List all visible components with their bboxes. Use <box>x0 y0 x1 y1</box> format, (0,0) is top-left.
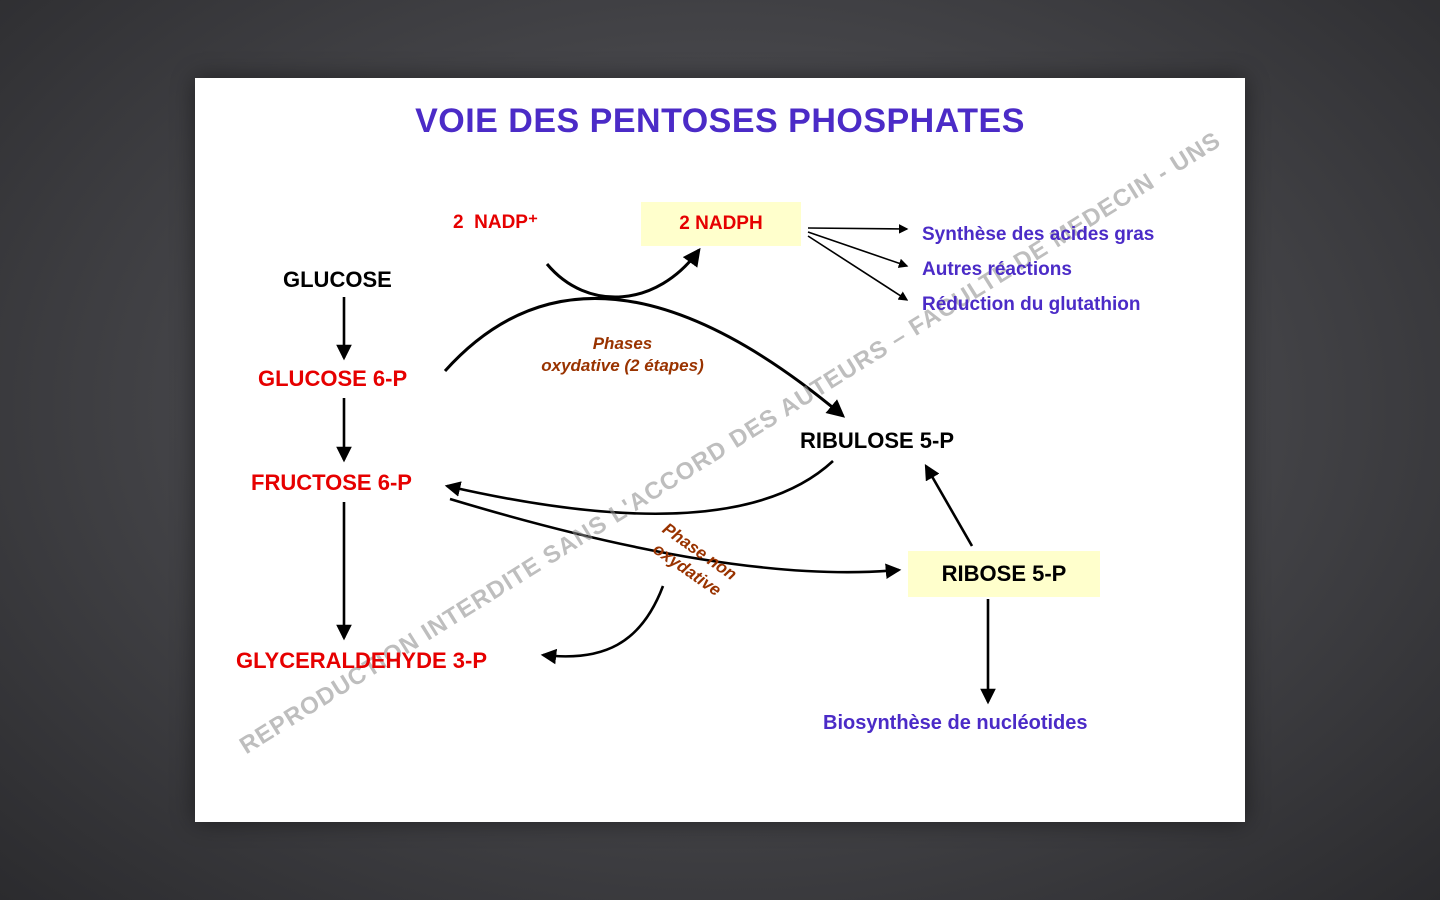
arrow-nadph-to-other-reactions <box>807 231 909 268</box>
node-nadph-box: 2 NADPH <box>641 202 801 246</box>
arrow-nadph-to-fatty-acids <box>807 224 909 234</box>
arrow-hub-to-glyceraldehyde3p <box>540 585 665 665</box>
slide-title: VOIE DES PENTOSES PHOSPHATES <box>415 102 1025 140</box>
product-nucleotide-biosynthesis: Biosynthèse de nucléotides <box>823 712 1088 734</box>
node-fructose-6p: FRUCTOSE 6-P <box>251 470 412 495</box>
oxidative-phase-line1: Phases <box>592 334 653 353</box>
oxidative-phase-line2: oxydative (2 étapes) <box>541 356 704 375</box>
arrow-oxidative-glucose6p-to-ribulose5p <box>443 296 846 418</box>
oxidative-phase-label: Phases oxydative (2 étapes) <box>525 333 720 377</box>
node-ribulose-5p: RIBULOSE 5-P <box>800 428 955 453</box>
arrow-nadph-to-glutathione <box>807 235 909 301</box>
product-glutathione-reduction: Réduction du glutathion <box>922 294 1141 315</box>
arrow-ribulose5p-to-fructose6p <box>444 460 834 516</box>
node-ribose-5p-box: RIBOSE 5-P <box>908 551 1100 597</box>
node-glucose: GLUCOSE <box>283 267 392 292</box>
node-glucose-6p: GLUCOSE 6-P <box>258 366 408 391</box>
arrow-ribose5p-to-ribulose5p <box>924 463 974 547</box>
node-nadph-label: 2 NADPH <box>679 213 763 234</box>
slide: REPRODUCTION INTERDITE SANS L'ACCORD DES… <box>195 78 1245 822</box>
node-glyceraldehyde-3p: GLYCERALDEHYDE 3-P <box>236 648 488 673</box>
pathway-arrows <box>336 224 996 705</box>
node-nadp: 2 NADP⁺ <box>453 212 538 233</box>
product-other-reactions: Autres réactions <box>922 259 1072 280</box>
product-fatty-acids: Synthèse des acides gras <box>922 224 1155 245</box>
arrow-nadp-to-nadph <box>545 247 701 299</box>
arrow-fructose6p-to-ribose5p <box>449 497 902 579</box>
node-ribose-5p-label: RIBOSE 5-P <box>941 561 1067 586</box>
